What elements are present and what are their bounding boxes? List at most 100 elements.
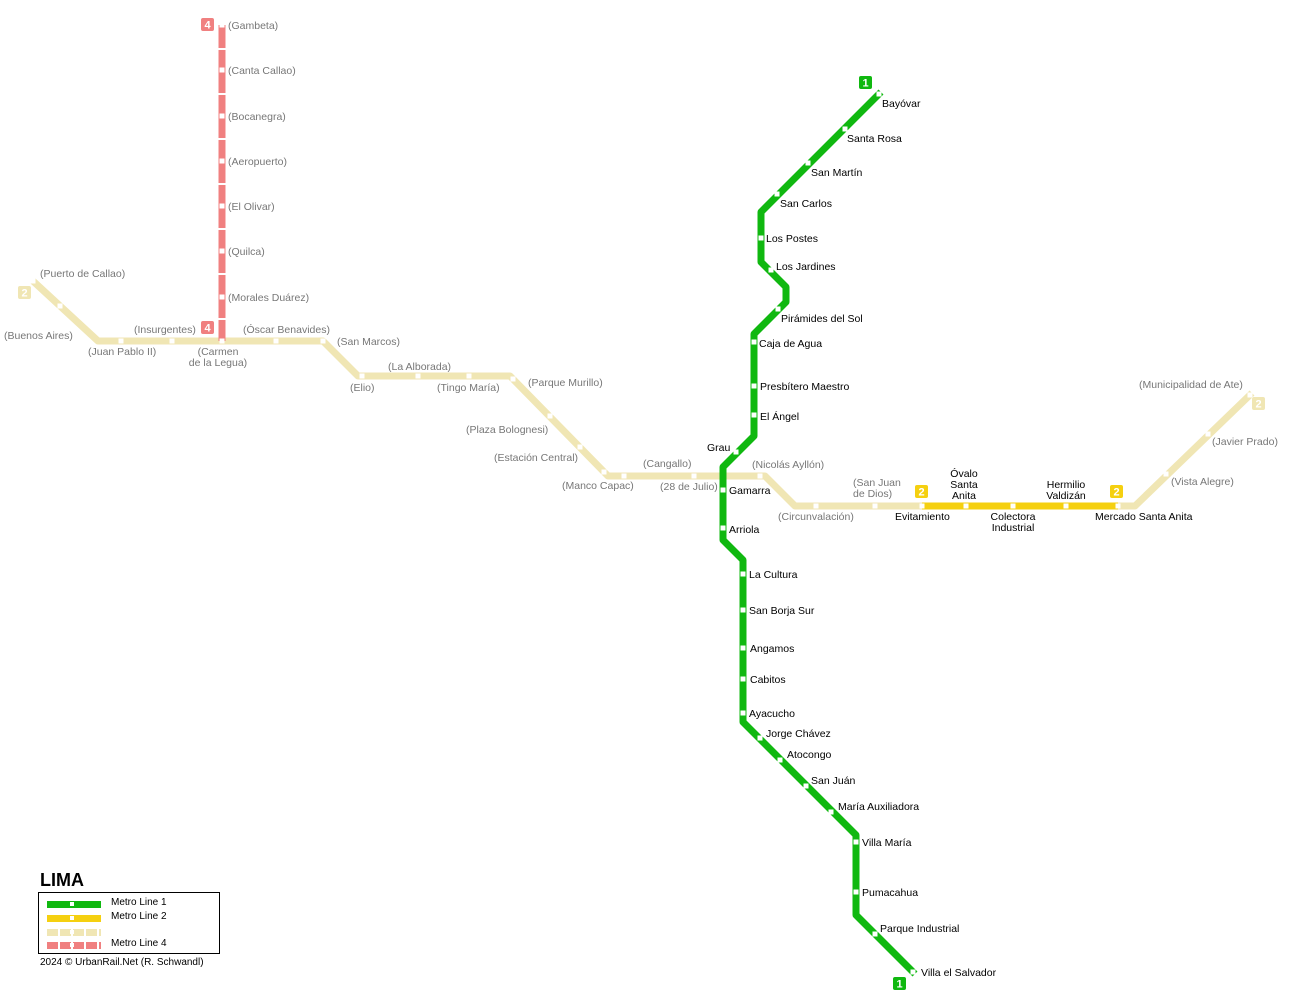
line1-station-dot xyxy=(740,645,746,651)
line1-station-dot xyxy=(872,931,878,937)
legend-item-line1: Metro Line 1 xyxy=(45,897,215,910)
line2-station-label: Evitamiento xyxy=(895,511,950,523)
line1-station-label: Villa María xyxy=(862,837,912,849)
line1-station-label: Caja de Agua xyxy=(759,338,822,350)
line2-station-dot xyxy=(1063,503,1069,509)
line4-station-label: (Morales Duárez) xyxy=(228,292,309,304)
line4-dash-gap xyxy=(218,48,226,50)
legend-label-line4: Metro Line 4 xyxy=(111,938,167,949)
line1-station-label: Parque Industrial xyxy=(880,923,959,935)
line1-station-dot xyxy=(758,235,764,241)
line4-dash-gap xyxy=(218,183,226,185)
line1-station-label: Los Postes xyxy=(766,233,818,245)
line2-future-station-label: (Javier Prado) xyxy=(1212,436,1278,448)
line2-future-station-dot xyxy=(510,376,516,382)
line1-station-label: La Cultura xyxy=(749,569,798,581)
line2-future-station-dot xyxy=(320,338,326,344)
line1-station-dot xyxy=(777,757,783,763)
line2-future-station-dot xyxy=(273,338,279,344)
line1-station-label: El Ángel xyxy=(760,410,799,423)
line4-station-dot xyxy=(219,248,225,254)
line2-terminus-badge-east: 2 xyxy=(1252,397,1265,411)
line1-station-dot xyxy=(740,676,746,682)
svg-text:4: 4 xyxy=(204,20,211,32)
line1-station-label: Pirámides del Sol xyxy=(781,313,863,325)
line2-future-station-dot xyxy=(118,338,124,344)
line2-future-station-label: (Municipalidad de Ate) xyxy=(1139,379,1243,391)
line4-station-label: (Canta Callao) xyxy=(228,65,296,77)
line2-station-dot xyxy=(1010,503,1016,509)
line4-dash-gap xyxy=(218,138,226,140)
line1-station-label: San Carlos xyxy=(780,198,832,210)
line2-station-dot xyxy=(919,503,925,509)
legend-swatch-line1 xyxy=(47,901,101,908)
legend-label-line2: Metro Line 2 xyxy=(111,911,167,922)
line2-future-station-dot xyxy=(1163,471,1169,477)
line2-future-station-label: (Parque Murillo) xyxy=(528,377,603,389)
line2-future-station-label: (Puerto de Callao) xyxy=(40,268,125,280)
line2-future-station-label: (Buenos Aires) xyxy=(4,330,73,342)
svg-text:2: 2 xyxy=(1113,487,1119,499)
line1-station-label: Arriola xyxy=(729,524,760,536)
legend-label-line1: Metro Line 1 xyxy=(111,897,167,908)
line2-future-station-label: (Elio) xyxy=(350,382,375,394)
line4-dash-gap xyxy=(218,228,226,230)
line2-station-label: Mercado Santa Anita xyxy=(1095,511,1193,523)
line4-station-dot xyxy=(219,113,225,119)
line1-station-dot xyxy=(751,339,757,345)
copyright-notice: 2024 © UrbanRail.Net (R. Schwandl) xyxy=(40,957,204,968)
line2-future-station-label: (28 de Julio) xyxy=(660,481,718,493)
legend-station-dot xyxy=(70,943,74,947)
line1-station-label: Santa Rosa xyxy=(847,133,902,145)
svg-text:2: 2 xyxy=(1255,399,1261,411)
line4-station-label: (El Olivar) xyxy=(228,201,275,213)
line1-station-dot xyxy=(828,809,834,815)
line1-station-dot xyxy=(853,839,859,845)
line2-future-station-label: (Cangallo) xyxy=(643,458,691,470)
line4-terminus-badge-north: 4 xyxy=(201,18,214,32)
line4-station-label: (Quilca) xyxy=(228,246,265,258)
line1-station-dot xyxy=(740,710,746,716)
legend: Metro Line 1 Metro Line 2 Metro Line 4 xyxy=(38,892,220,954)
line1-terminus-badge-north: 1 xyxy=(859,76,872,90)
line2-station-dot xyxy=(1115,503,1121,509)
line1-station-label: Villa el Salvador xyxy=(921,967,997,979)
legend-swatch-line2 xyxy=(47,915,101,922)
line2-future-station-dot xyxy=(621,473,627,479)
line2-terminus-badge-west: 2 xyxy=(18,286,31,300)
line2-future-station-dot xyxy=(691,473,697,479)
line2-future-station-dot xyxy=(872,503,878,509)
line2-future-station-label: (Insurgentes) xyxy=(134,324,196,336)
line1-station-label: Grau xyxy=(707,442,731,454)
line2-future-station-label: (Manco Capac) xyxy=(562,480,634,492)
line4-station-label: (Bocanegra) xyxy=(228,111,286,123)
line4-station-label: (Gambeta) xyxy=(228,20,278,32)
line2-future-station-dot xyxy=(757,473,763,479)
svg-text:1: 1 xyxy=(862,78,868,90)
line2-future-station-dot xyxy=(466,373,472,379)
line1-station-label: Bayóvar xyxy=(882,98,921,110)
line4-station-dot xyxy=(219,158,225,164)
line1-station-dot xyxy=(775,306,781,312)
line4-dash-gap xyxy=(218,318,226,320)
legend-station-dot xyxy=(70,916,74,920)
line1-station-label: Cabitos xyxy=(750,674,786,686)
line2-badge-evitamiento: 2 xyxy=(915,485,928,499)
line2-future-station-dot xyxy=(1247,392,1253,398)
legend-item-line4: Metro Line 4 xyxy=(45,938,215,951)
line2-future-station-label: (Tingo María) xyxy=(437,382,500,394)
line1-station-dot xyxy=(774,191,780,197)
line2-future-station-dot xyxy=(1205,431,1211,437)
line2-future-station-label: (Circunvalación) xyxy=(778,511,854,523)
line1-station-dot xyxy=(740,571,746,577)
line1-station-label: San Juán xyxy=(811,775,856,787)
line1-station-label: Ayacucho xyxy=(749,708,795,720)
line2-future-station-label: (Juan Pablo II) xyxy=(88,346,156,358)
line1-station-dot xyxy=(757,735,763,741)
line1-station-dot xyxy=(740,607,746,613)
line1-station-label: Gamarra xyxy=(729,485,771,497)
line2-future-station-dot xyxy=(813,503,819,509)
line4-station-dot xyxy=(219,203,225,209)
